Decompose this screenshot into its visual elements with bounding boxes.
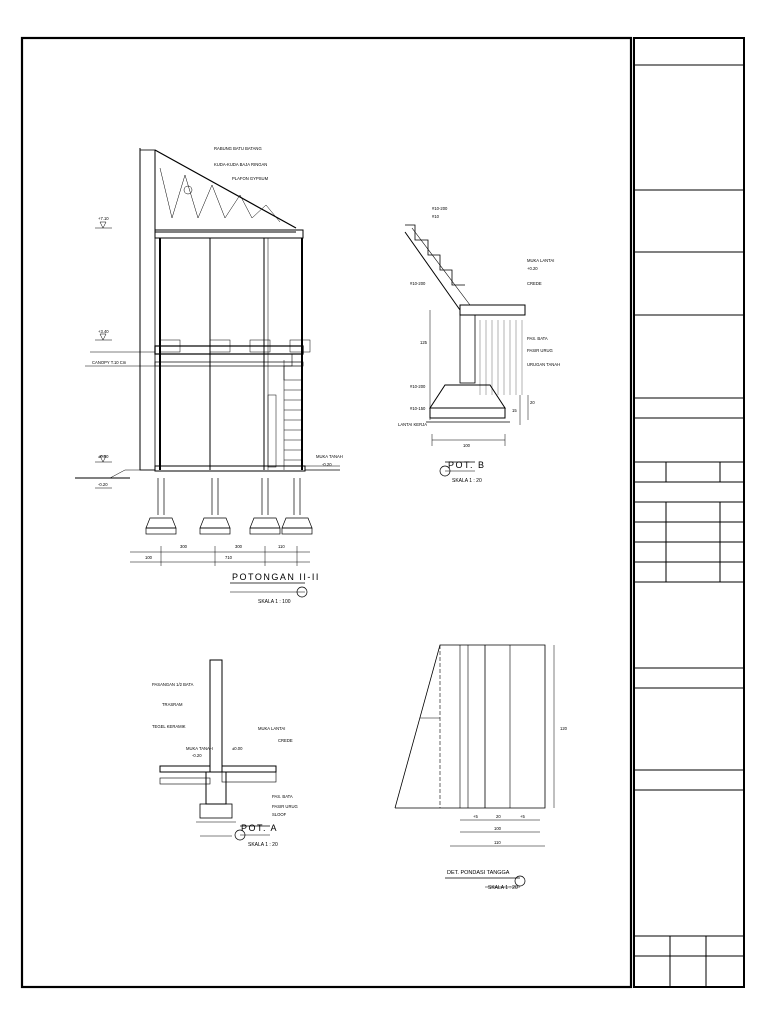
pot-b-h3: 125 bbox=[420, 340, 428, 345]
section-labels: +7.10 +3.40 ±0.00 -0.20 CANOPY T.10 Cm R… bbox=[92, 146, 343, 605]
det-dim-b: 20 bbox=[496, 814, 501, 819]
pot-b-left-5: #10-150 bbox=[410, 406, 426, 411]
pot-a-left-1: PASANGAN 1/2 BATA bbox=[152, 682, 194, 687]
pot-b-left-2: #10 bbox=[432, 214, 440, 219]
pot-b-label-5: PASIR URUG bbox=[527, 348, 553, 353]
det-tangga-title: DET. PONDASI TANGGA bbox=[447, 870, 510, 876]
pot-a-left-2: TRASRAM bbox=[162, 702, 183, 707]
pot-a-right-5: PASIR URUG bbox=[272, 804, 298, 809]
pot-a-right-4: PAS. BATA bbox=[272, 794, 293, 799]
pot-a-right-1: MUKA LANTAI bbox=[258, 726, 285, 731]
det-dim-c: +5 bbox=[520, 814, 525, 819]
pot-b-label-4: PAS. BATA bbox=[527, 336, 548, 341]
section-title: POTONGAN II-II bbox=[232, 572, 320, 582]
pot-b-label-2: +0.20 bbox=[527, 266, 538, 271]
drawing-frame bbox=[20, 36, 633, 989]
pot-a-left-3: TEGEL KERAMIK bbox=[152, 724, 186, 729]
det-dim-a: +5 bbox=[473, 814, 478, 819]
pot-a-title: POT. A bbox=[241, 823, 278, 833]
pot-b-label-6: URUGAN TANAH bbox=[527, 362, 560, 367]
level-ground: ±0.00 bbox=[98, 454, 109, 459]
canopy-label: CANOPY T.10 Cm bbox=[92, 360, 127, 365]
det-dim-outer: 110 bbox=[494, 840, 501, 845]
dim-b: 300 bbox=[180, 544, 188, 549]
roof-label-3: PLAFON GYPSUM bbox=[232, 176, 269, 181]
pot-b-left-6: LANTAI KERJA bbox=[398, 422, 427, 427]
pot-b-title: POT. B bbox=[448, 460, 486, 470]
pot-a-left-4: MUKA TANAH bbox=[186, 746, 213, 751]
section-drawing bbox=[75, 148, 340, 598]
det-tangga-drawing bbox=[394, 644, 555, 888]
ground-label: MUKA TANAH bbox=[316, 454, 343, 459]
pot-b-h2: 20 bbox=[530, 400, 535, 405]
pot-b-scale: SKALA 1 : 20 bbox=[452, 478, 482, 484]
level-below: -0.20 bbox=[98, 482, 108, 487]
ground-value: -0.20 bbox=[322, 462, 332, 467]
pot-b-drawing bbox=[404, 224, 529, 477]
pot-b-h1: 15 bbox=[512, 408, 517, 413]
level-roof: +7.10 bbox=[98, 216, 109, 221]
pot-a-labels: PASANGAN 1/2 BATA TRASRAM TEGEL KERAMIK … bbox=[152, 682, 298, 848]
pot-a-right-2: ±0.00 bbox=[232, 746, 243, 751]
pot-b-width: 100 bbox=[463, 443, 471, 448]
pot-b-labels: MUKA LANTAI +0.20 CREDE PAS. BATA PASIR … bbox=[398, 206, 560, 484]
pot-a-left-5: -0.20 bbox=[192, 753, 202, 758]
pot-a-drawing bbox=[159, 659, 277, 841]
title-block bbox=[634, 64, 744, 987]
pot-b-left-1: #10-200 bbox=[432, 206, 448, 211]
det-tangga-labels: +5 20 +5 100 110 120 DET. PONDASI TANGGA… bbox=[447, 726, 568, 891]
pot-a-right-3: CREDE bbox=[278, 738, 293, 743]
dim-a: 100 bbox=[145, 555, 153, 560]
pot-a-right-6: SLOOF bbox=[272, 812, 287, 817]
det-dim-total: 100 bbox=[494, 826, 502, 831]
pot-b-label-1: MUKA LANTAI bbox=[527, 258, 554, 263]
pot-b-label-3: CREDE bbox=[527, 281, 542, 286]
dim-d: 110 bbox=[278, 544, 285, 549]
dim-c: 300 bbox=[235, 544, 243, 549]
title-block-frame bbox=[633, 37, 745, 988]
det-dim-height: 120 bbox=[560, 726, 568, 731]
det-tangga-scale: SKALA 1 : 20 bbox=[488, 885, 518, 891]
roof-label-2: KUDA-KUDA BAJA RINGAN bbox=[214, 162, 267, 167]
pot-b-left-3: #10-200 bbox=[410, 281, 426, 286]
roof-label-1: RABUNG BATU BATANG bbox=[214, 146, 262, 151]
section-scale: SKALA 1 : 100 bbox=[258, 599, 291, 605]
dim-total: 710 bbox=[225, 555, 233, 560]
pot-a-scale: SKALA 1 : 20 bbox=[248, 842, 278, 848]
level-second: +3.40 bbox=[98, 329, 109, 334]
pot-b-left-4: #10-200 bbox=[410, 384, 426, 389]
